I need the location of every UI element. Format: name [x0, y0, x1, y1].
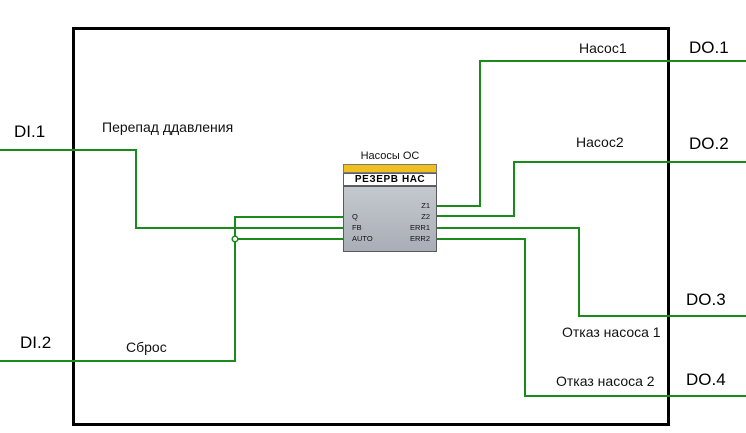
block-body — [343, 186, 437, 252]
block-accent-bar — [343, 164, 437, 173]
label-do1: DO.1 — [689, 38, 729, 57]
pin-output-err1[interactable]: ERR1 — [409, 223, 430, 232]
label-di2: DI.2 — [20, 333, 52, 352]
label-do2: DO.2 — [689, 134, 729, 153]
label-reset: Сброс — [126, 339, 167, 355]
wire-err2-to-do4[interactable] — [437, 238, 746, 397]
label-pump1-fault: Отказ насоса 1 — [562, 324, 661, 340]
label-pump1: Насос1 — [579, 40, 627, 56]
junction-dot — [231, 235, 239, 243]
pin-input-fb[interactable]: FB — [352, 223, 362, 232]
diagram-frame — [72, 27, 670, 426]
block-title: Насосы ОС — [360, 150, 420, 162]
pin-input-auto[interactable]: AUTO — [352, 234, 373, 243]
wire-z2-to-do2[interactable] — [437, 161, 746, 217]
wire-err1-to-do3[interactable] — [437, 227, 746, 317]
label-pressure-drop: Перепад ддавления — [102, 119, 234, 135]
wire-di1-to-fb[interactable] — [0, 149, 343, 229]
wire-z1-to-do1[interactable] — [437, 60, 746, 207]
wire-di2-to-auto[interactable] — [0, 238, 343, 362]
pin-output-err2[interactable]: ERR2 — [409, 234, 430, 243]
pin-output-z2[interactable]: Z2 — [421, 212, 430, 221]
label-do4: DO.4 — [686, 370, 726, 389]
label-pump2-fault: Отказ насоса 2 — [556, 373, 655, 389]
pin-input-q[interactable]: Q — [352, 212, 358, 221]
pin-output-z1[interactable]: Z1 — [421, 201, 430, 210]
pump-reserve-block[interactable]: РЕЗЕРВ НАС Q FB AUTO Z1 Z2 ERR1 ERR2 — [343, 164, 437, 252]
label-do3: DO.3 — [686, 290, 726, 309]
label-pump2: Насос2 — [576, 134, 624, 150]
label-di1: DI.1 — [14, 122, 46, 141]
block-header: РЕЗЕРВ НАС — [343, 173, 437, 186]
wire-branch-to-q[interactable] — [234, 216, 343, 239]
